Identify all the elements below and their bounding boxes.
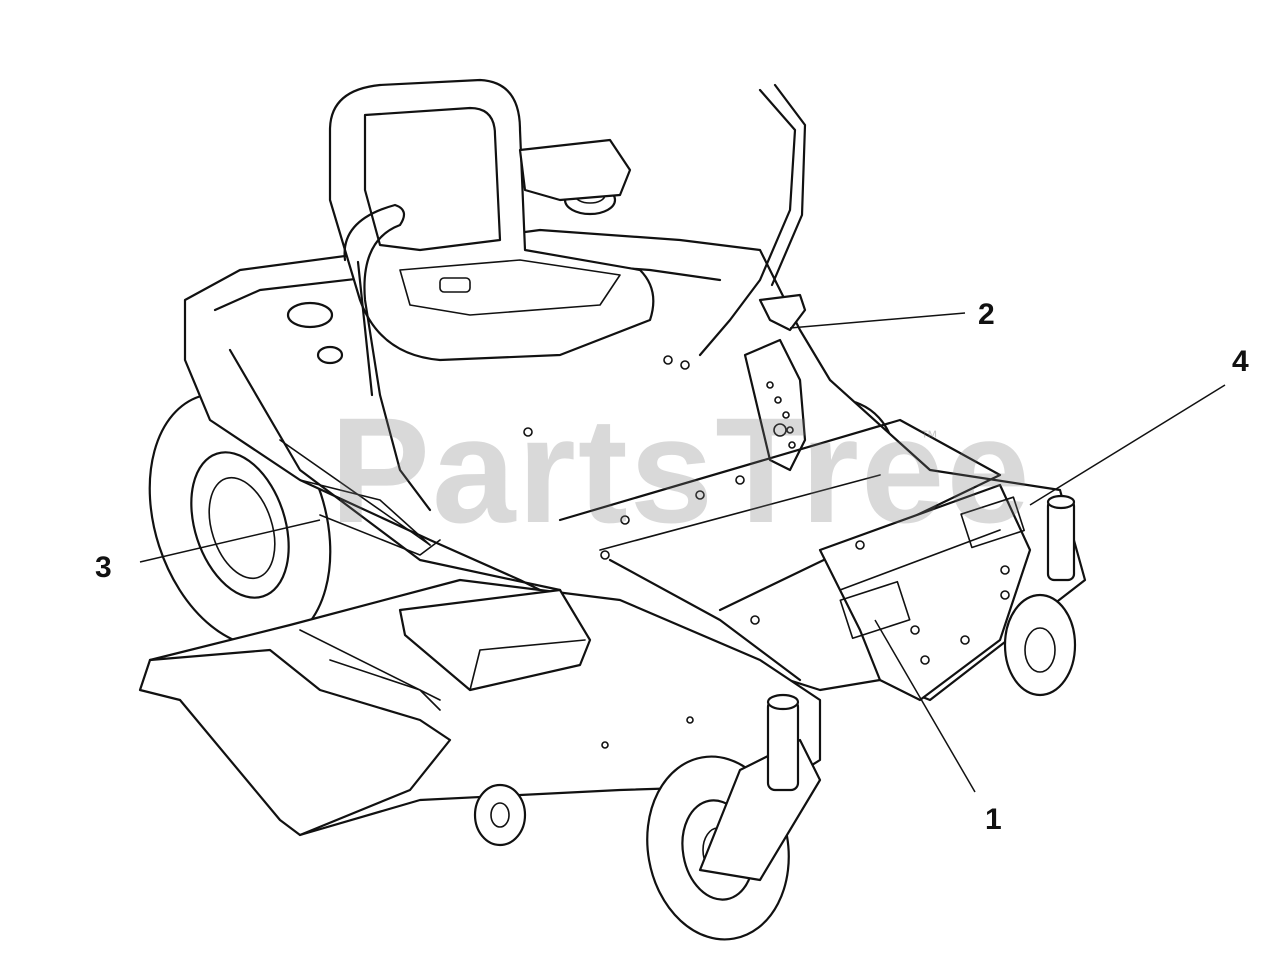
front-bumper — [818, 483, 1032, 702]
trademark-mark: ™ — [920, 427, 938, 447]
leader-2 — [789, 312, 966, 329]
seat — [328, 78, 655, 362]
pivot-plate — [743, 338, 807, 472]
callout-3: 3 — [95, 551, 112, 584]
bolt-holes — [523, 355, 865, 749]
leader-3 — [139, 519, 321, 563]
leader-lines — [139, 312, 1226, 793]
engine-hood — [518, 138, 632, 202]
callout-2: 2 — [978, 298, 995, 331]
right-control-lever — [698, 83, 807, 357]
left-cap — [286, 301, 344, 365]
left-control-lever — [343, 203, 432, 512]
watermark: PartsTree — [330, 386, 1032, 554]
right-front-caster — [1003, 494, 1077, 697]
left-front-caster — [646, 693, 822, 941]
leader-1 — [874, 619, 976, 793]
mower-deck — [138, 578, 822, 837]
callout-4: 4 — [1232, 345, 1249, 378]
deck-wheel — [473, 783, 527, 847]
leader-4 — [1029, 384, 1226, 506]
callout-1: 1 — [985, 803, 1002, 836]
